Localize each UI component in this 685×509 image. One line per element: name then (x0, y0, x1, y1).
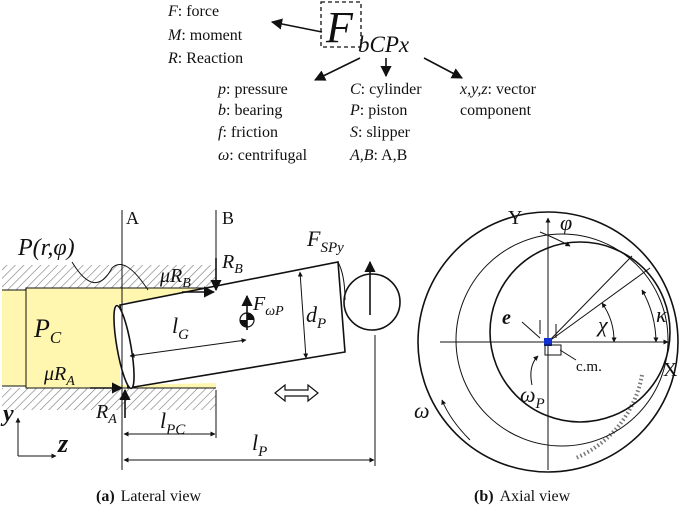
axial-view: Y X φ χ κ e c.m. ωP ω (b)Axial view (414, 207, 679, 505)
radial-line-kappa (547, 267, 651, 343)
cm-label: c.m. (576, 359, 602, 375)
legend-bearing: b: bearing (218, 102, 282, 119)
label-a: A (126, 208, 139, 228)
dp-label: dP (306, 302, 326, 332)
legend-slipper: S: slipper (350, 124, 411, 141)
friction-a-label: μRA (43, 363, 75, 389)
lg-label: lG (172, 313, 189, 343)
arrow-to-force-types (270, 18, 323, 33)
legend-cylinder: C: cylinder (350, 81, 422, 98)
legend-centrifugal: ω: centrifugal (218, 147, 308, 164)
lpc-label: lPC (160, 408, 186, 438)
reaction-b-label: RB (221, 251, 243, 277)
legend-component: component (460, 102, 532, 119)
legend-friction: f: friction (218, 124, 278, 141)
legend-piston: P: piston (349, 102, 407, 119)
omega-p-arrow (530, 355, 539, 386)
kappa-angle-arc (641, 289, 659, 343)
x-label-axial: X (663, 359, 678, 381)
chamber-pressure-label: PC (33, 314, 62, 347)
piston-ball (343, 273, 401, 331)
arrow-to-col3 (423, 57, 463, 79)
omega-label: ω (414, 398, 430, 423)
reaction-a-label: RA (95, 401, 117, 427)
radial-line-chi (547, 255, 633, 343)
cylinder-wall-top-left (2, 265, 26, 290)
legend-moment: M: moment (167, 27, 243, 44)
phi-arrow (539, 231, 571, 247)
reciprocation-arrow (274, 383, 319, 403)
z-axis-label: z (57, 429, 69, 458)
fluid-chamber (2, 288, 216, 388)
cm-marker (544, 344, 562, 356)
cylinder-wall-top (26, 265, 216, 288)
legend-reaction: R: Reaction (167, 50, 243, 67)
y-axis-label: y (0, 401, 14, 427)
phi-label: φ (560, 210, 572, 235)
y-label-axial: Y (508, 207, 522, 229)
eccentricity-label: e (502, 307, 511, 329)
cylinder-wall-bottom-left (2, 388, 26, 410)
caption-axial: (b)Axial view (474, 488, 571, 505)
arrow-to-col1 (313, 57, 361, 81)
legend-vector: x,y,z: vector (459, 81, 537, 98)
caption-lateral: (a)Lateral view (96, 488, 202, 505)
main-symbol: F (325, 3, 354, 52)
notation-legend: F: force M: moment R: Reaction F bCPx p:… (167, 1, 537, 164)
legend-ab: A,B: A,B (349, 147, 407, 164)
subscript-code: bCPx (358, 32, 410, 57)
omega-arrow (441, 399, 471, 441)
eccentric-contour (455, 233, 669, 447)
bore-wall-hatch (575, 374, 644, 460)
omega-p-label: ωP (520, 382, 545, 412)
pressure-label: P(r,φ) (17, 235, 75, 261)
cylinder-bore-circle (417, 211, 679, 473)
legend-pressure: p: pressure (217, 81, 288, 98)
label-b: B (222, 208, 234, 228)
friction-b-label: μRB (159, 265, 191, 291)
legend-force: F: force (167, 3, 219, 20)
lp-label: lP (252, 430, 267, 460)
centrifugal-force-label: FωP (252, 293, 284, 319)
pressure-leader (71, 261, 149, 291)
dp-dimension (297, 271, 309, 359)
lateral-view: A B P(r,φ) PC RB μRB μRA RA FSPy FωP (0, 208, 401, 505)
kappa-label: κ (656, 302, 667, 327)
chi-angle-arc (601, 302, 617, 343)
piston-circle (489, 241, 671, 423)
cylinder-wall-bottom (26, 388, 216, 410)
lg-dimension (129, 338, 247, 358)
slipper-force-label: FSPy (306, 226, 344, 256)
piston-center-dot (544, 338, 552, 346)
chi-label: χ (596, 312, 609, 337)
symbol-box (320, 1, 362, 48)
